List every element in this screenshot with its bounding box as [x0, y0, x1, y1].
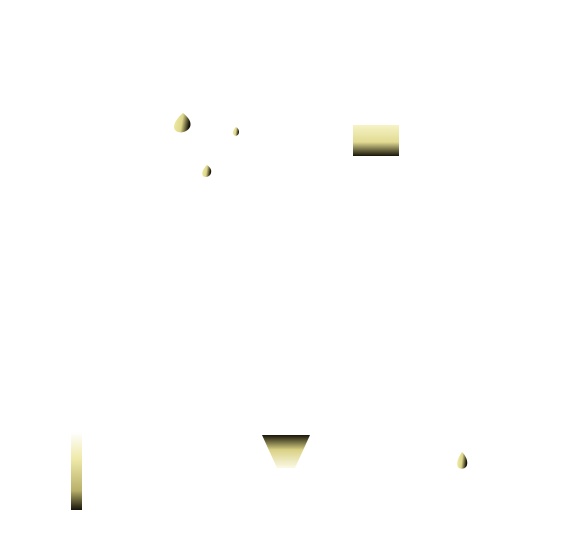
vertical-gradient-bar: [71, 432, 82, 510]
inverted-trapezoid: [262, 435, 310, 468]
droplet-medium: [202, 165, 212, 177]
droplet-small: [232, 127, 239, 136]
gradient-block: [353, 125, 399, 156]
droplet-right: [457, 452, 468, 469]
droplet-large: [173, 113, 191, 133]
